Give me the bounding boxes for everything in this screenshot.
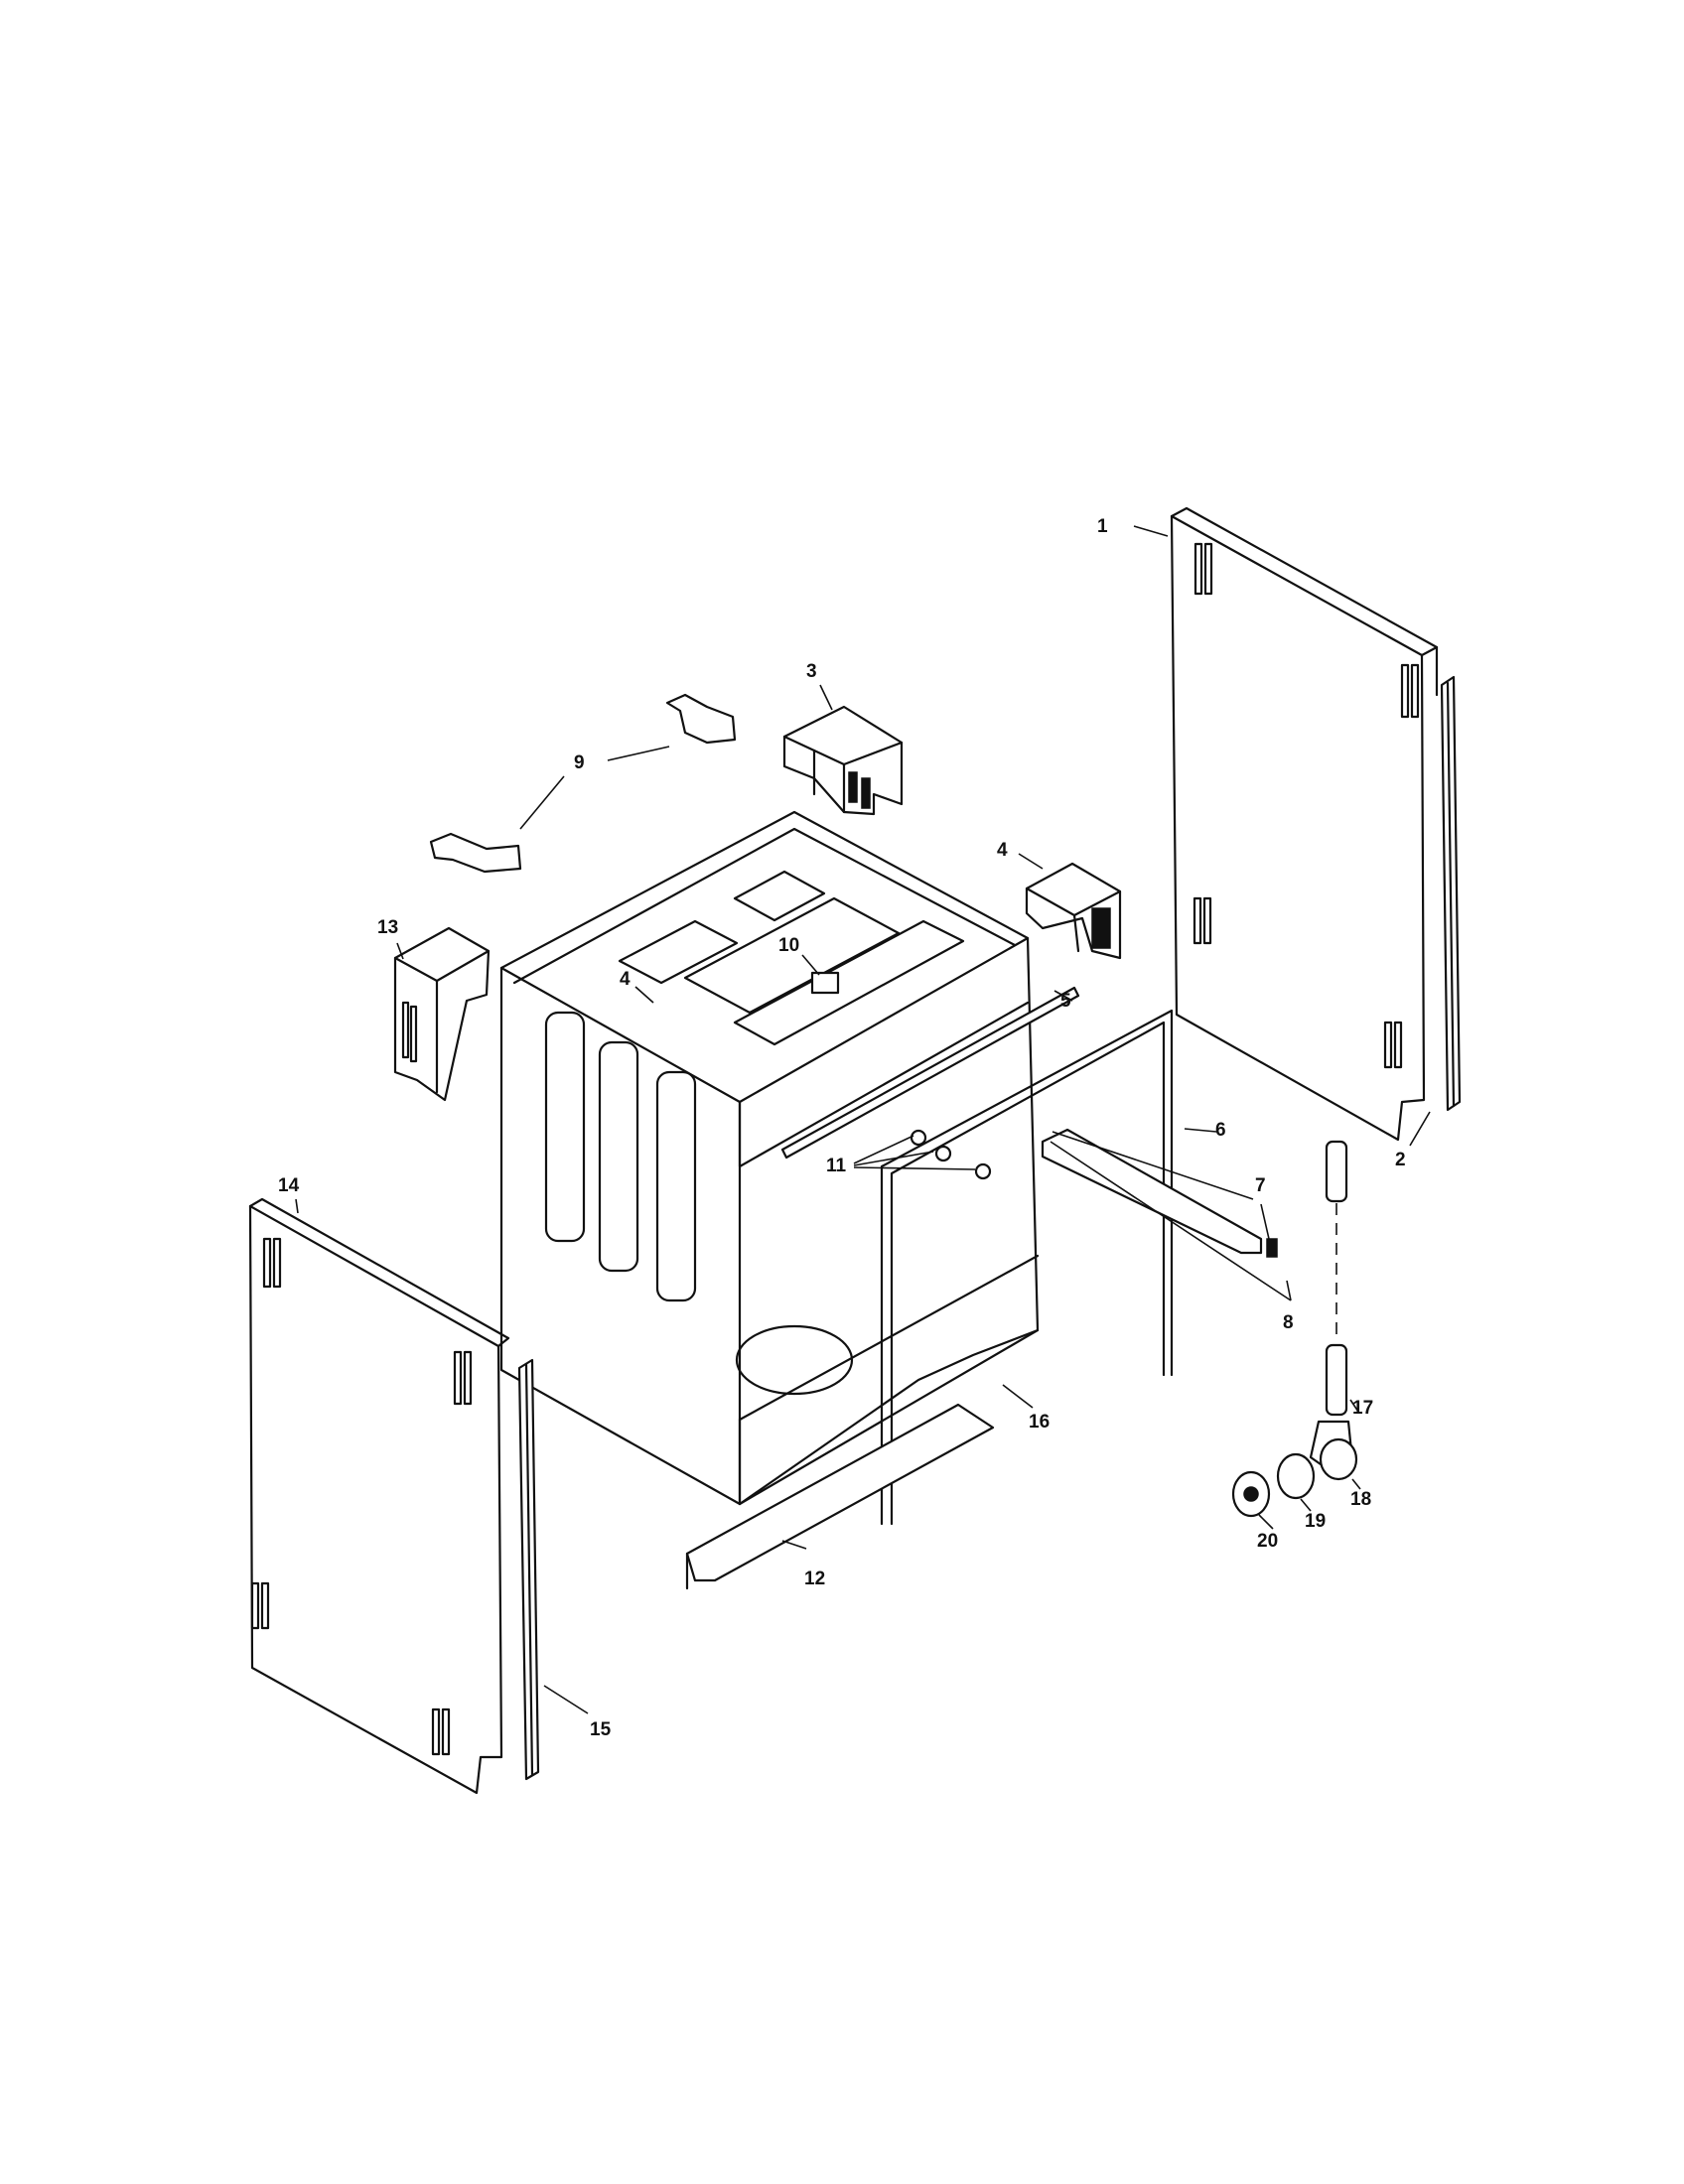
part-7-rail[interactable] [1041, 1128, 1278, 1258]
callout-18: 18 [1350, 1489, 1371, 1510]
callout-14: 14 [278, 1175, 300, 1196]
callout-13: 13 [377, 917, 398, 938]
callout-2: 2 [1395, 1150, 1406, 1170]
callout-3: 3 [806, 661, 817, 682]
part-20-cap[interactable] [1231, 1470, 1271, 1518]
part-9-mounting-brackets[interactable] [429, 693, 737, 874]
part-12-bottom-bracket[interactable] [685, 1403, 995, 1590]
part-15-left-trim-strip[interactable] [517, 1358, 540, 1781]
part-14-left-side-panel[interactable] [248, 1197, 510, 1795]
callout-1: 1 [1097, 516, 1108, 537]
callout-9: 9 [574, 752, 585, 773]
part-16-tub[interactable] [499, 810, 1040, 1506]
callout-19: 19 [1305, 1511, 1326, 1532]
part-1-right-side-panel[interactable] [1170, 506, 1439, 1142]
callout-8: 8 [1283, 1312, 1294, 1333]
callout-16: 16 [1029, 1412, 1050, 1433]
callout-5: 5 [1060, 991, 1071, 1012]
part-4-bracket-right[interactable] [1025, 862, 1122, 960]
part-13-left-bracket[interactable] [393, 926, 491, 1102]
callout-7: 7 [1255, 1175, 1266, 1196]
part-5-top-rail[interactable] [780, 986, 1080, 1160]
part-17-fitting[interactable] [1325, 1140, 1348, 1417]
part-18-elbow[interactable] [1309, 1420, 1358, 1481]
callout-6: 6 [1215, 1120, 1226, 1141]
callout-12: 12 [804, 1569, 825, 1589]
part-10-clip[interactable] [810, 971, 840, 995]
callout-17: 17 [1352, 1398, 1373, 1419]
callout-20: 20 [1257, 1531, 1278, 1552]
leader-lines [295, 525, 1431, 1714]
callout-10: 10 [778, 935, 799, 956]
callout-11: 11 [826, 1156, 847, 1176]
part-2-right-trim-strip[interactable] [1440, 675, 1462, 1112]
part-19-ring[interactable] [1276, 1452, 1316, 1500]
part-3-top-bracket[interactable] [782, 705, 904, 816]
callout-15: 15 [590, 1719, 612, 1740]
part-11-fasteners[interactable] [910, 1129, 992, 1180]
callout-4-left: 4 [620, 969, 631, 990]
callout-4-right: 4 [997, 840, 1008, 861]
callout-labels: 1 2 3 4 4 5 6 7 8 9 10 11 12 13 14 15 16… [278, 516, 1406, 1740]
